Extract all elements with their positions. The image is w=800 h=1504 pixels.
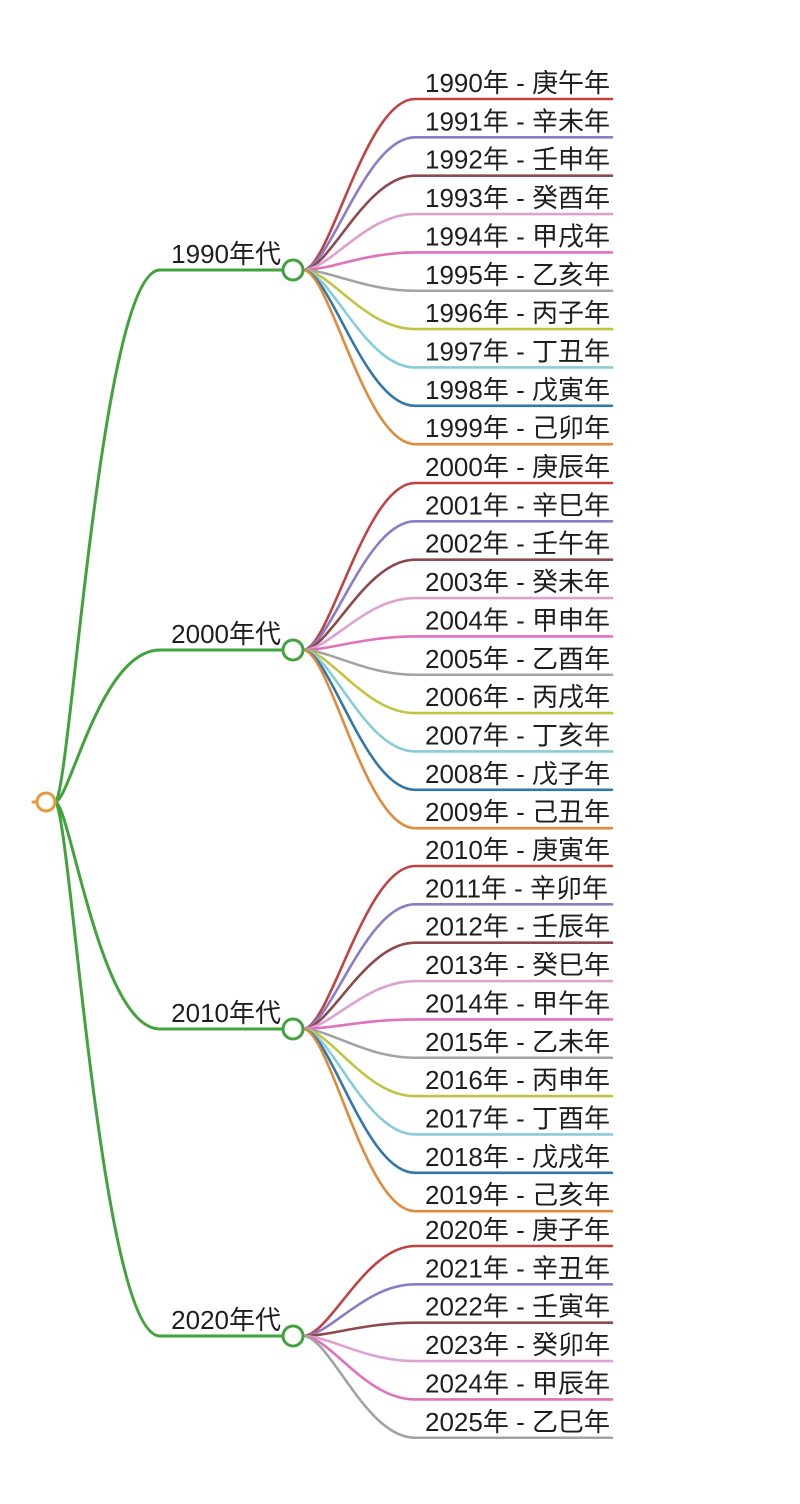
year-label[interactable]: 2025年 - 乙巳年 [425,1407,610,1437]
year-label[interactable]: 2003年 - 癸未年 [425,567,610,597]
year-branch-line [301,864,614,1031]
year-label[interactable]: 2002年 - 壬午年 [425,529,610,559]
year-label[interactable]: 1992年 - 壬申年 [425,145,610,175]
year-label[interactable]: 2001年 - 辛巳年 [425,490,610,520]
year-label[interactable]: 2016年 - 丙申年 [425,1065,610,1095]
year-label[interactable]: 2013年 - 癸巳年 [425,950,610,980]
decade-label[interactable]: 2020年代 [171,1305,281,1335]
year-branch-line [301,268,614,446]
year-branch-line [301,1334,614,1363]
year-branch-line [301,1244,614,1338]
year-label[interactable]: 2021年 - 辛丑年 [425,1253,610,1283]
decade-branch-line [53,800,285,1031]
year-branch-line [301,97,614,272]
year-branch-line [301,648,614,677]
year-label[interactable]: 2017年 - 丁酉年 [425,1103,610,1133]
year-branch-line [301,903,614,1031]
year-label[interactable]: 2007年 - 丁亥年 [425,720,610,750]
decade-label[interactable]: 2000年代 [171,619,281,649]
year-branch-line [301,941,614,1031]
year-branch-line [301,251,614,272]
year-label[interactable]: 2009年 - 己丑年 [425,797,610,827]
year-label[interactable]: 2000年 - 庚辰年 [425,452,610,482]
year-label[interactable]: 1998年 - 戊寅年 [425,375,610,405]
year-branch-line [301,1334,614,1440]
year-branch-line [301,481,614,652]
year-branch-line [301,1018,614,1031]
year-branch-line [301,648,614,830]
year-branch-line [301,635,614,652]
year-label[interactable]: 2023年 - 癸卯年 [425,1330,610,1360]
year-label[interactable]: 2018年 - 戊戌年 [425,1142,610,1172]
decade-branch-line [53,648,285,804]
decade-node-circle[interactable] [281,1017,305,1041]
year-label[interactable]: 1993年 - 癸酉年 [425,183,610,213]
year-label[interactable]: 2005年 - 乙酉年 [425,644,610,674]
decade-label[interactable]: 2010年代 [171,998,281,1028]
year-label[interactable]: 1997年 - 丁丑年 [425,336,610,366]
year-label[interactable]: 2012年 - 壬辰年 [425,912,610,942]
decade-branch-line [53,800,285,1338]
year-label[interactable]: 2014年 - 甲午年 [425,988,610,1018]
year-label[interactable]: 1990年 - 庚午年 [425,68,610,98]
year-label[interactable]: 1994年 - 甲戌年 [425,221,610,251]
year-label[interactable]: 2019年 - 己亥年 [425,1180,610,1210]
year-label[interactable]: 2010年 - 庚寅年 [425,835,610,865]
year-label[interactable]: 1999年 - 己卯年 [425,413,610,443]
root-node-circle[interactable] [35,791,57,813]
year-branch-line [301,174,614,272]
year-label[interactable]: 1991年 - 辛未年 [425,106,610,136]
decade-node-circle[interactable] [281,1324,305,1348]
year-branch-line [301,979,614,1031]
year-label[interactable]: 2022年 - 壬寅年 [425,1292,610,1322]
year-branch-line [301,212,614,272]
year-label[interactable]: 2004年 - 甲申年 [425,605,610,635]
year-label[interactable]: 1995年 - 乙亥年 [425,260,610,290]
decade-node-circle[interactable] [281,638,305,662]
year-branch-line [301,136,614,272]
year-branch-line [301,558,614,652]
decade-label[interactable]: 1990年代 [171,239,281,269]
year-label[interactable]: 2008年 - 戊子年 [425,759,610,789]
year-branch-line [301,1283,614,1338]
year-branch-line [301,268,614,293]
year-label[interactable]: 2015年 - 乙未年 [425,1027,610,1057]
year-branch-line [301,1321,614,1338]
year-label[interactable]: 2020年 - 庚子年 [425,1215,610,1245]
year-branch-line [301,268,614,331]
year-branch-line [301,1027,614,1060]
decade-branch-line [53,268,285,804]
year-branch-line [301,520,614,652]
year-branch-line [301,596,614,652]
year-branch-line [301,1027,614,1213]
year-label[interactable]: 1996年 - 丙子年 [425,298,610,328]
year-label[interactable]: 2024年 - 甲辰年 [425,1368,610,1398]
decade-node-circle[interactable] [281,258,305,282]
year-label[interactable]: 2006年 - 丙戌年 [425,682,610,712]
year-label[interactable]: 2011年 - 辛卯年 [425,873,608,903]
